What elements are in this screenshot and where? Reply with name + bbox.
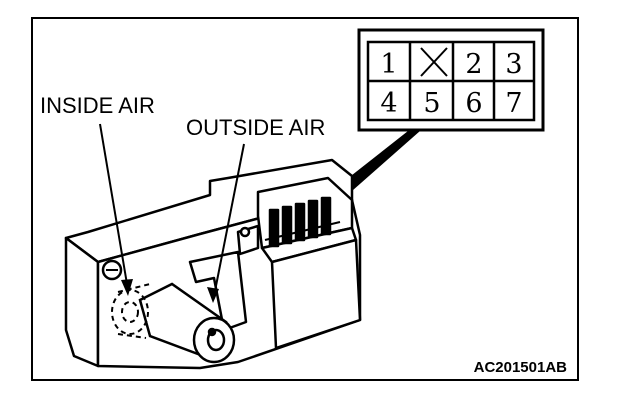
inside-air-label: INSIDE AIR: [40, 93, 155, 118]
pin-5-label: 5: [423, 88, 440, 119]
figure-frame: [31, 17, 579, 381]
pin-7-label: 7: [505, 88, 522, 119]
outside-air-leader: [213, 143, 245, 297]
pin-1-label: 1: [380, 49, 397, 80]
mounting-screw-icon: [101, 259, 123, 281]
pin-4-label: 4: [380, 88, 397, 119]
inside-air-arrowhead: [121, 279, 133, 296]
connector-pinout-callout: 1 2 3 4 5 6 7: [357, 28, 545, 132]
figure-code: AC201501AB: [474, 359, 568, 376]
callout-pointer: [333, 131, 420, 198]
pin-2-label: 2: [465, 49, 482, 80]
output-shaft-inside-air: [111, 283, 151, 339]
actuator-connector-housing: [236, 176, 362, 350]
output-shaft-outside-air: [138, 282, 236, 364]
pin-6-label: 6: [465, 88, 482, 119]
outside-air-arrowhead: [207, 287, 219, 303]
inside-air-leader: [99, 123, 129, 291]
blank-pin-cross-icon: [420, 47, 448, 77]
pin-3-label: 3: [505, 49, 522, 80]
outside-air-label: OUTSIDE AIR: [186, 115, 325, 140]
